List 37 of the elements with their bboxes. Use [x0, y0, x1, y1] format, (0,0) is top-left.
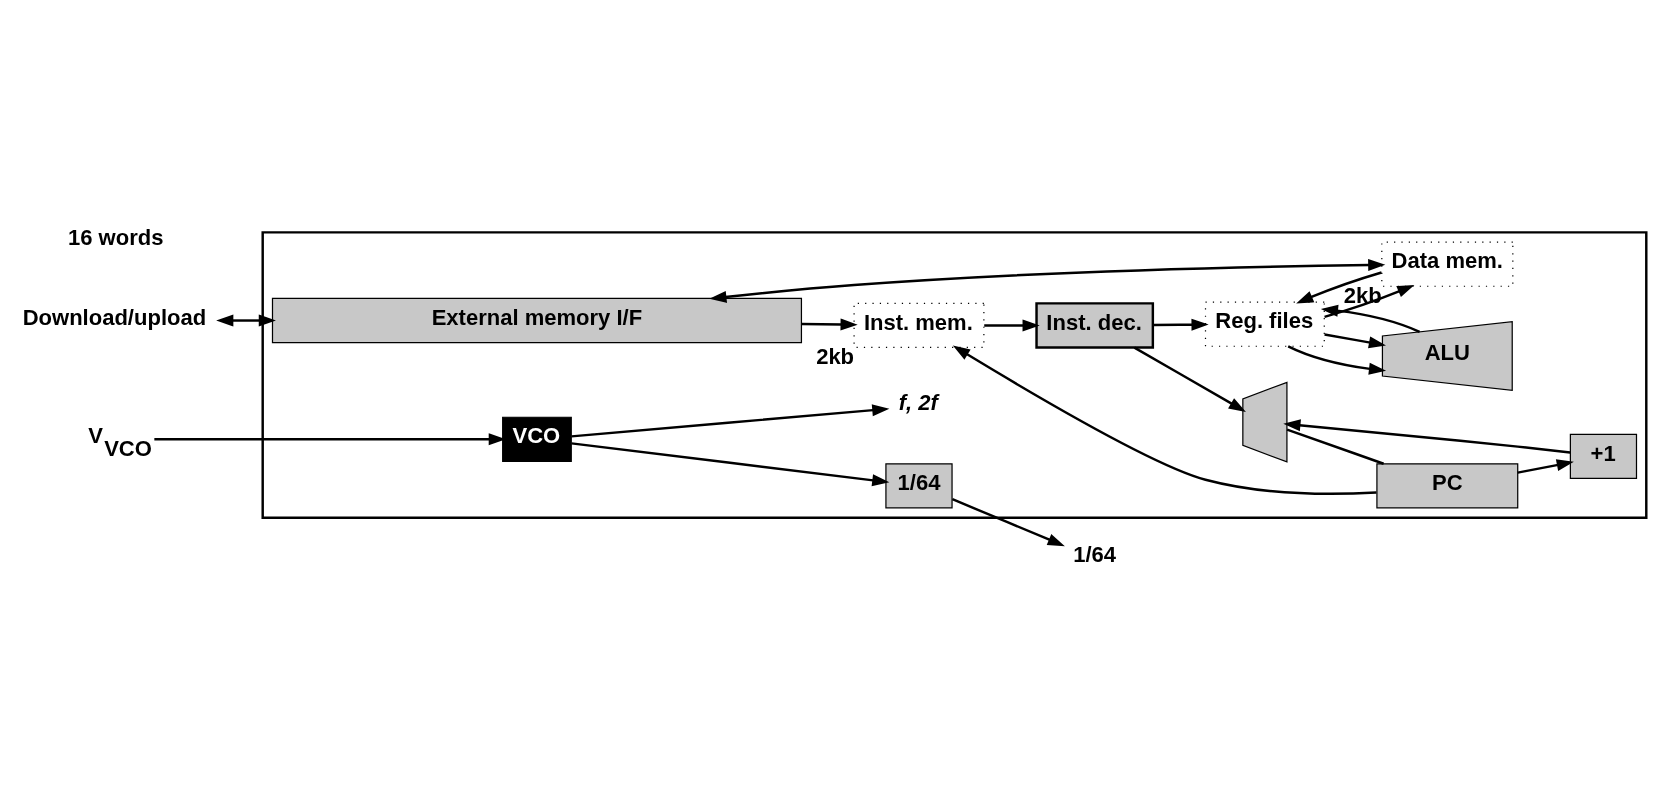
node-label: 2kb: [816, 343, 855, 369]
node-box: +1: [1569, 433, 1638, 480]
arrow: [571, 442, 890, 487]
node-text: Download/upload: [22, 304, 207, 330]
label: 16 words: [68, 225, 164, 251]
arrow: [1283, 419, 1571, 454]
arrow: [571, 404, 890, 438]
node-box: PC: [1376, 463, 1519, 509]
node-box: External memory I/F: [271, 297, 803, 344]
node-box: VCO: [502, 416, 572, 462]
arrow: [1517, 459, 1574, 474]
arrow: [1287, 345, 1387, 375]
arrow: [1320, 304, 1421, 333]
node-box: Inst. dec.: [1035, 302, 1155, 349]
cluster: [261, 231, 1648, 519]
arrow: [951, 498, 1065, 547]
arrow: [1324, 284, 1415, 318]
arrow: [1153, 318, 1209, 331]
arrow: [1324, 333, 1386, 349]
node-box: Reg. files: [1204, 301, 1325, 347]
arrow: [952, 345, 1377, 495]
node-text: 1/64: [1073, 542, 1117, 568]
connector: [1286, 428, 1385, 465]
arrow: [709, 259, 1386, 303]
node-box: Data mem.: [1381, 241, 1514, 287]
node-box: Inst. mem.: [853, 302, 985, 349]
arrow: [801, 318, 858, 331]
node-text: f, 2f: [898, 390, 938, 416]
arrow: [1133, 346, 1246, 412]
arrow: [1296, 271, 1382, 304]
arrow: [154, 433, 506, 446]
node-box: ALU: [1381, 321, 1513, 391]
arrow: [984, 319, 1040, 332]
arrow: [216, 314, 276, 327]
node-label: 2kb: [1343, 282, 1382, 308]
node-box: 1/64: [885, 463, 953, 509]
node-trapezoid: [1242, 381, 1288, 463]
